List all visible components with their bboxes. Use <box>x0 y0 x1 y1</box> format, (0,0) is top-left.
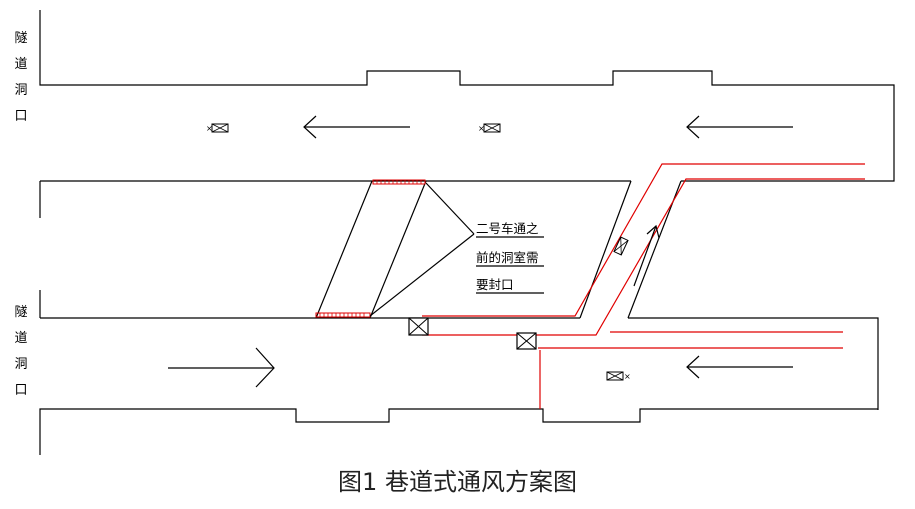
portal-bottom-char-4: 口 <box>14 383 28 398</box>
portal-bottom-char-1: 隧 <box>14 305 28 320</box>
duct-line-inner <box>422 178 865 336</box>
fan-box-1 <box>408 317 429 336</box>
svg-text:×: × <box>478 124 485 133</box>
figure-caption: 图1 巷道式通风方案图 <box>338 468 577 496</box>
jet-fans <box>408 317 537 350</box>
sign-box-1: × <box>206 123 229 133</box>
portal-top-char-3: 洞 <box>14 83 28 98</box>
svg-text:×: × <box>206 124 213 133</box>
fan-box-2 <box>516 332 537 350</box>
leader-line-1 <box>425 182 475 235</box>
lower-tunnel-bottom-wall <box>39 408 878 455</box>
note-line-2: 前的洞室需 <box>476 250 539 265</box>
portal-top-char-1: 隧 <box>14 31 28 46</box>
note-line-1: 二号车通之 <box>476 221 539 236</box>
portal-bottom-char-2: 道 <box>14 331 28 346</box>
upper-tunnel <box>39 10 895 218</box>
arrow-diagonal-passage <box>633 224 660 287</box>
seal-mark-lower <box>315 312 371 318</box>
sign-box-2: × <box>478 123 501 133</box>
duct-line-outer <box>422 163 865 317</box>
portal-bottom-char-3: 洞 <box>14 357 28 372</box>
arrow-left-upper-2 <box>686 115 793 139</box>
flow-arrows <box>168 115 793 388</box>
sign-boxes: × × × <box>206 123 631 381</box>
arrow-left-lower <box>686 355 793 379</box>
ventilation-diagram: × × × <box>39 10 895 455</box>
tunnel-portal-label-bottom: 隧 道 洞 口 <box>11 300 31 404</box>
annotation-leaders <box>369 182 544 317</box>
lower-tunnel-top-wall-right <box>628 317 879 410</box>
seal-marks <box>315 179 426 318</box>
svg-text:×: × <box>624 372 631 381</box>
portal-top-char-2: 道 <box>14 57 28 72</box>
seal-mark-lower-hatch <box>319 313 365 317</box>
leader-line-2 <box>369 233 475 317</box>
tunnel-portal-label-top: 隧 道 洞 口 <box>11 26 31 130</box>
arrow-right-lower <box>168 347 275 388</box>
seal-mark-upper <box>372 179 426 185</box>
cross-passage-1-left-wall <box>315 180 373 319</box>
arrow-left-upper-1 <box>303 115 410 139</box>
sign-box-4 <box>613 236 629 256</box>
cross-passage-2-left-wall <box>579 180 632 319</box>
note-line-3: 要封口 <box>476 277 514 292</box>
sign-box-3: × <box>606 371 631 381</box>
portal-top-char-4: 口 <box>14 109 28 124</box>
cross-passage-1-right-wall <box>369 180 427 319</box>
lower-tunnel <box>39 290 879 455</box>
upper-tunnel-top-wall <box>39 10 895 182</box>
seal-mark-upper-hatch <box>376 180 422 184</box>
ventilation-ducts <box>422 163 865 409</box>
